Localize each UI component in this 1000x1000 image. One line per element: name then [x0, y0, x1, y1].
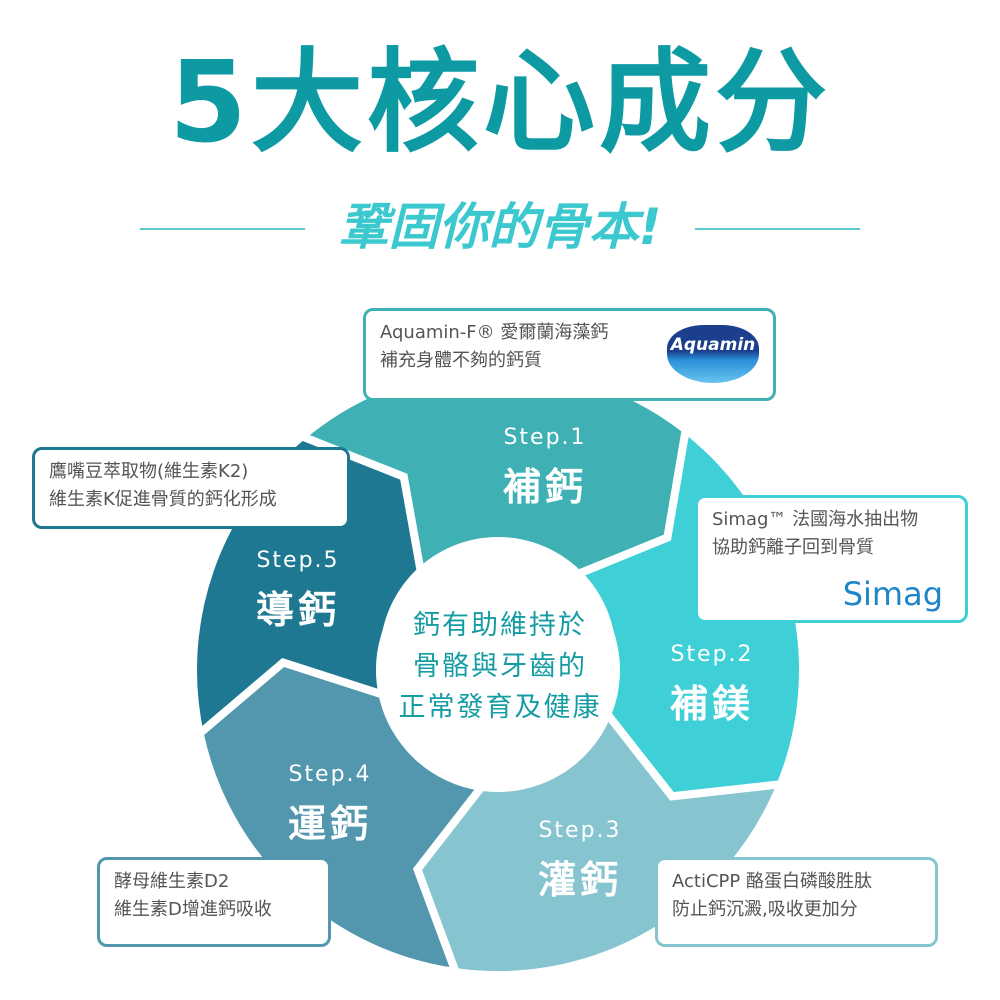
- ingredient-desc: 維生素D增進鈣吸收: [114, 899, 272, 920]
- ingredient-name: ActiCPP 酪蛋白磷酸胜肽: [672, 871, 872, 892]
- subtitle: 鞏固你的骨本!: [338, 198, 662, 256]
- ingredient-desc: 防止鈣沉澱,吸收更加分: [672, 899, 858, 920]
- ingredient-name: 酵母維生素D2: [114, 871, 230, 892]
- ingredient-box-aquamin: Aquamin-F® 愛爾蘭海藻鈣 補充身體不夠的鈣質 Aquamin: [363, 308, 776, 401]
- divider-right: [695, 228, 860, 230]
- step-3-label: Step.3 灌鈣: [500, 818, 660, 904]
- aquamin-logo: Aquamin: [667, 325, 759, 383]
- ingredient-desc: 協助鈣離子回到骨質: [712, 537, 874, 558]
- step-4-label: Step.4 運鈣: [250, 762, 410, 848]
- center-line: 正常發育及健康: [398, 692, 602, 723]
- step-title: 運鈣: [287, 802, 372, 846]
- step-1-label: Step.1 補鈣: [465, 425, 625, 511]
- ingredient-name: Simag™ 法國海水抽出物: [712, 509, 919, 530]
- step-number: Step.3: [538, 818, 622, 843]
- center-line: 骨骼與牙齒的: [413, 651, 587, 682]
- divider-left: [140, 228, 305, 230]
- ingredient-box-vitamin-k2: 鷹嘴豆萃取物(維生素K2) 維生素K促進骨質的鈣化形成: [32, 447, 350, 529]
- ingredient-box-simag: Simag™ 法國海水抽出物 協助鈣離子回到骨質 Simag: [695, 495, 968, 623]
- ingredient-desc: 維生素K促進骨質的鈣化形成: [49, 489, 277, 510]
- step-number: Step.1: [503, 425, 587, 450]
- ingredient-name: Aquamin-F® 愛爾蘭海藻鈣: [380, 322, 609, 343]
- ingredient-box-acticpp: ActiCPP 酪蛋白磷酸胜肽 防止鈣沉澱,吸收更加分: [655, 857, 938, 947]
- center-text: 鈣有助維持於 骨骼與牙齒的 正常發育及健康: [380, 605, 620, 728]
- page-title: 5大核心成分: [169, 38, 831, 168]
- step-number: Step.4: [288, 762, 372, 787]
- center-circle: [380, 537, 616, 773]
- center-line: 鈣有助維持於: [413, 610, 587, 641]
- step-number: Step.2: [670, 642, 754, 667]
- step-4-segment: [195, 658, 489, 977]
- step-title: 補鈣: [502, 465, 587, 509]
- simag-logo: Simag: [842, 575, 943, 613]
- ingredient-name: 鷹嘴豆萃取物(維生素K2): [49, 461, 249, 482]
- step-title: 灌鈣: [537, 858, 622, 902]
- step-2-label: Step.2 補鎂: [632, 642, 792, 728]
- ingredient-desc: 補充身體不夠的鈣質: [380, 350, 542, 371]
- step-number: Step.5: [256, 548, 340, 573]
- step-title: 補鎂: [669, 682, 754, 726]
- ingredient-box-vitamin-d2: 酵母維生素D2 維生素D增進鈣吸收: [97, 857, 331, 947]
- step-5-label: Step.5 導鈣: [218, 548, 378, 634]
- step-title: 導鈣: [255, 588, 340, 632]
